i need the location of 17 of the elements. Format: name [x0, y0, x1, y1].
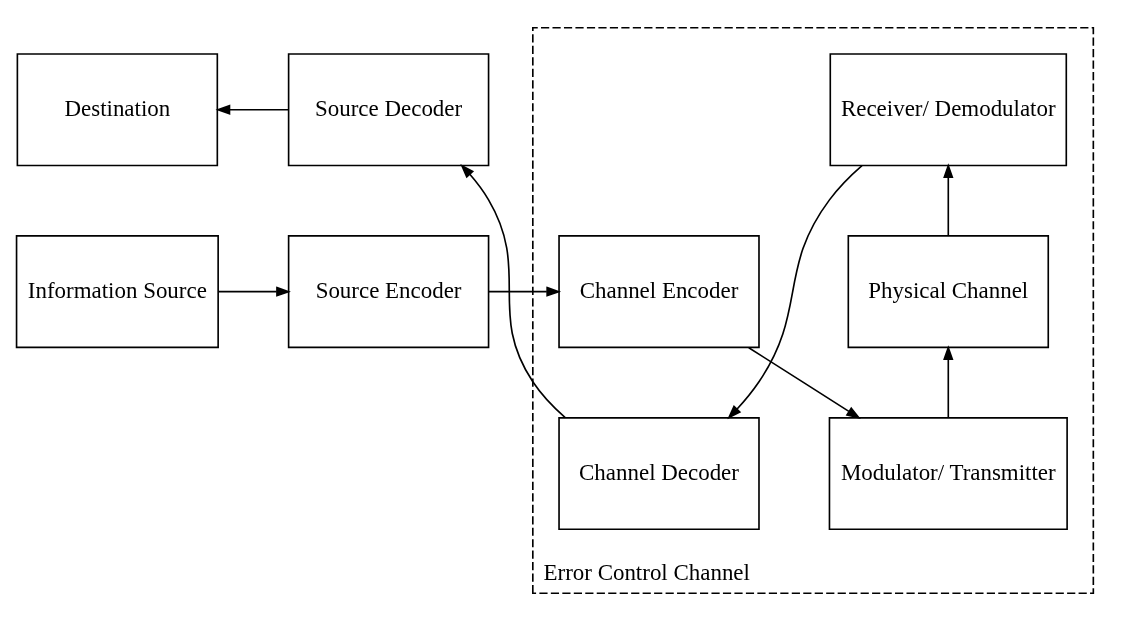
node-box: Modulator/ Transmitter: [828, 417, 1068, 531]
arrow: [726, 164, 863, 420]
arrow: [215, 104, 289, 115]
arrow: [217, 286, 291, 297]
arrow: [459, 163, 566, 419]
arrow: [942, 345, 953, 419]
arrow: [487, 286, 561, 297]
node-box: Channel Encoder: [557, 235, 760, 349]
node-box: Physical Channel: [847, 235, 1049, 349]
node-box: Information Source: [15, 235, 219, 349]
node-box: Source Decoder: [287, 53, 489, 167]
node-box: Receiver/ Demodulator: [828, 53, 1067, 167]
arrow: [942, 163, 953, 237]
node-box: Source Encoder: [287, 235, 489, 349]
node-box: Channel Decoder: [557, 417, 760, 531]
node-box: Destination: [16, 53, 218, 167]
arrow: [747, 346, 861, 420]
